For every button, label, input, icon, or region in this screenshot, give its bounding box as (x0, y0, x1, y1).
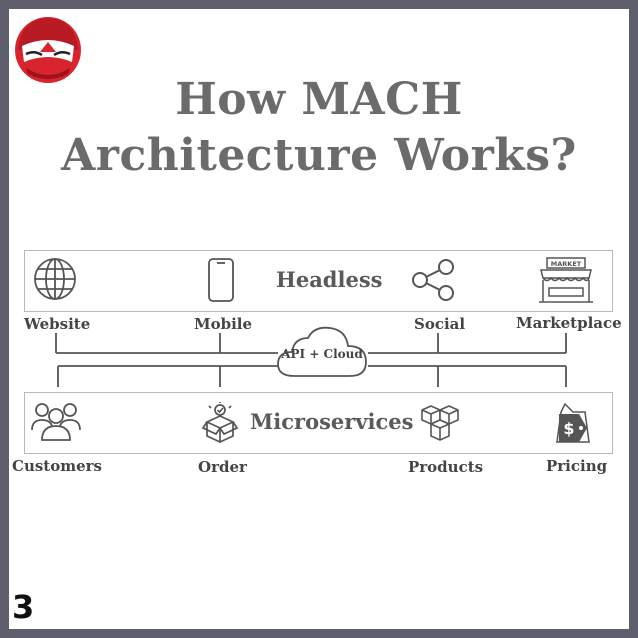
share-icon (412, 259, 454, 301)
page-number: 3 (12, 588, 35, 626)
microservice-item-order: Order (198, 458, 247, 476)
headless-item-mobile: Mobile (194, 315, 253, 333)
microservice-item-customers: Customers (12, 457, 102, 475)
microservices-label: Microservices (250, 409, 414, 434)
headless-item-marketplace: Marketplace (516, 314, 622, 332)
smartphone-icon (208, 258, 234, 302)
price-tag-icon: $ (556, 402, 590, 443)
headless-band (24, 250, 613, 312)
market-sign-text: MARKET (551, 260, 582, 268)
cloud-icon (277, 326, 367, 377)
stacked-boxes-icon (421, 405, 459, 441)
title-line-1: How MACH (175, 74, 463, 125)
headless-item-website: Website (24, 315, 91, 333)
headless-label: Headless (276, 267, 383, 292)
order-box-icon (201, 402, 239, 444)
microservice-item-products: Products (408, 458, 484, 476)
title-line-2: Architecture Works? (61, 130, 577, 181)
headless-item-social: Social (414, 315, 466, 333)
price-symbol: $ (563, 419, 574, 438)
microservices-band (24, 392, 613, 454)
hub-label: API + Cloud (281, 347, 363, 361)
globe-icon (34, 258, 76, 300)
users-group-icon (31, 403, 81, 441)
page-title: How MACH Architecture Works? (0, 72, 638, 184)
microservice-item-pricing: Pricing (546, 457, 608, 475)
ninja-logo (15, 17, 81, 83)
market-stall-icon: MARKET (539, 257, 593, 303)
